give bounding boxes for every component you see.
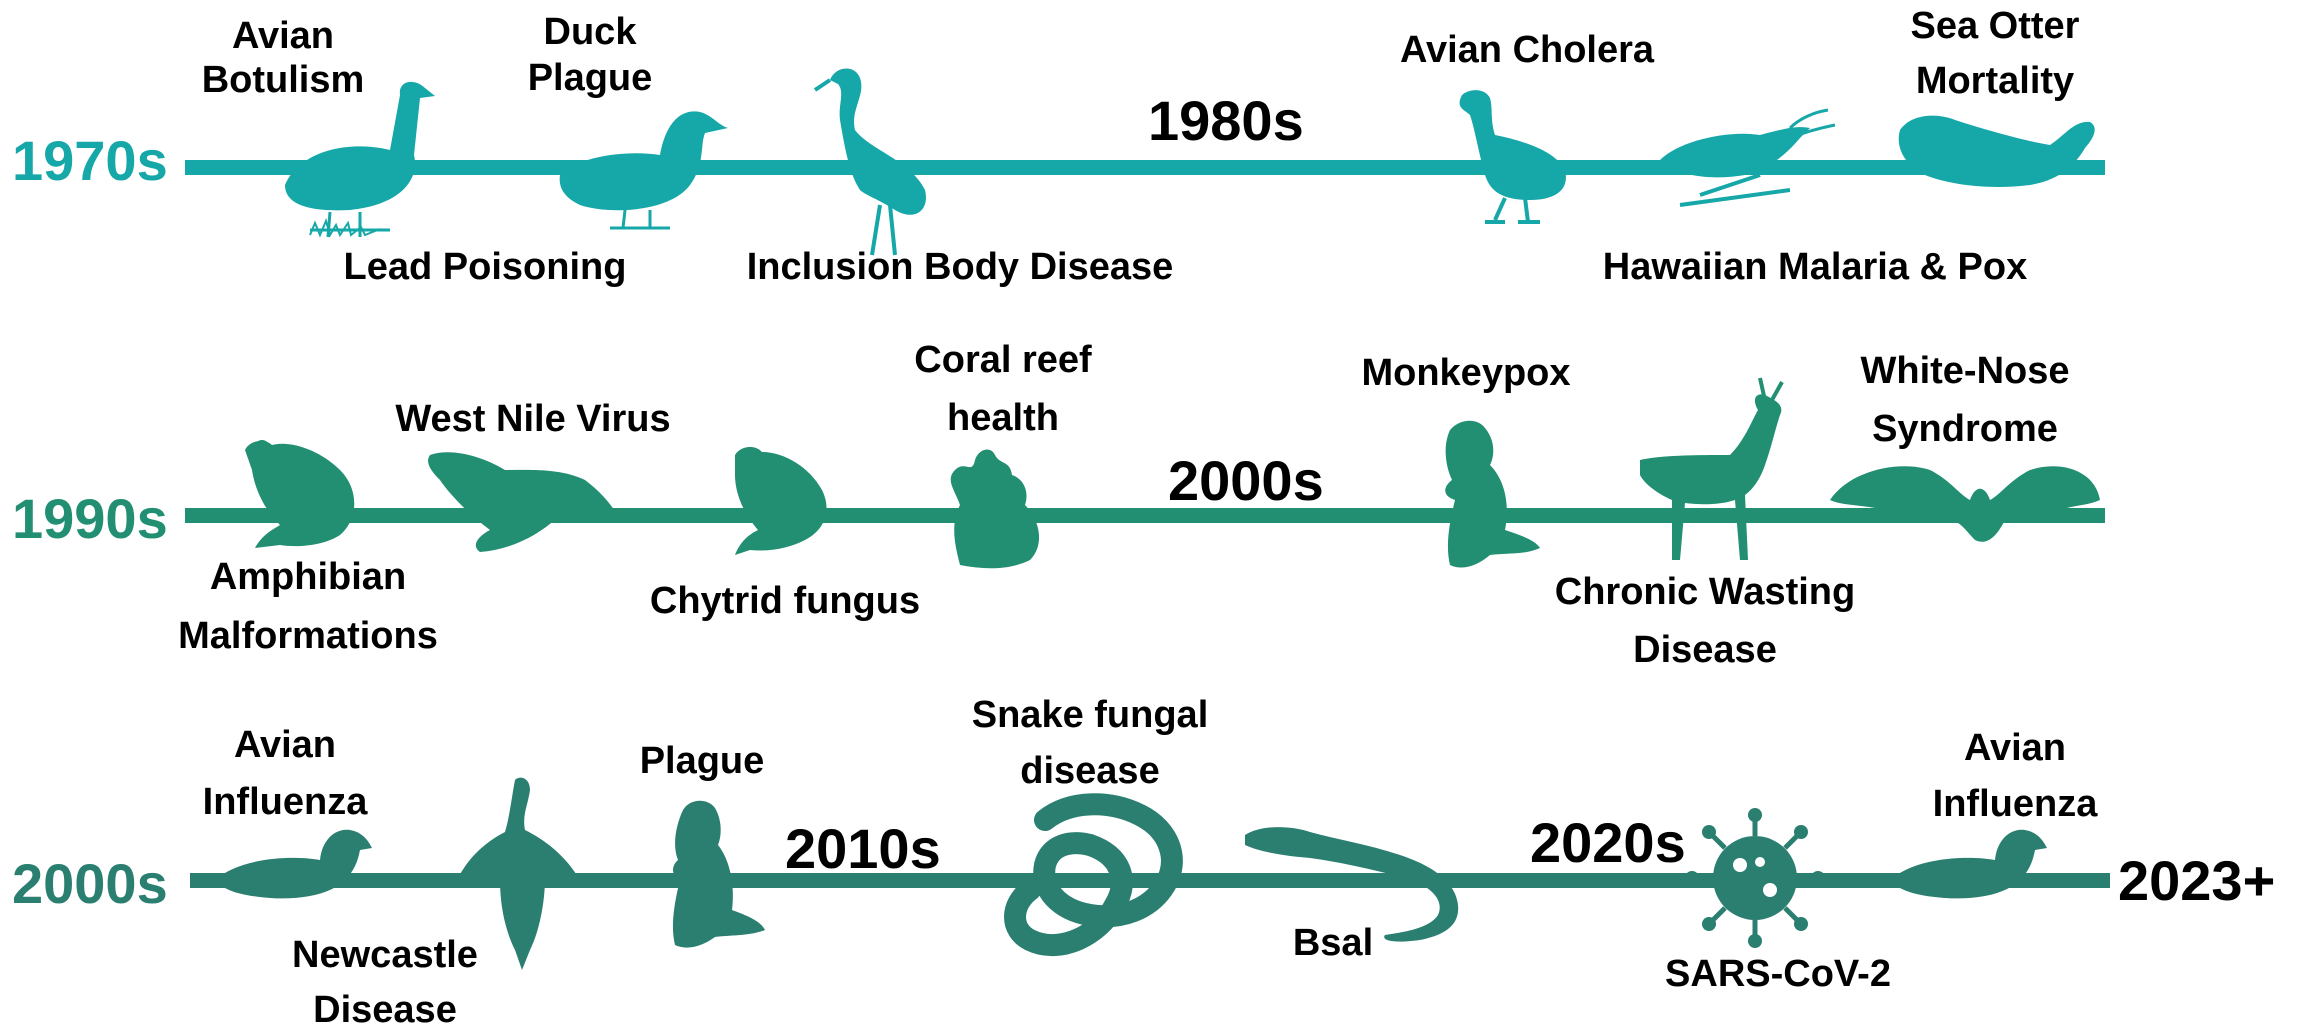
decade-label-mid: 2000s xyxy=(1168,449,1324,512)
timeline-row-1970s: 1970s 1980s xyxy=(12,5,2105,288)
virus-icon xyxy=(1685,808,1825,948)
svg-text:Inclusion Body Disease: Inclusion Body Disease xyxy=(747,246,1174,288)
swimming-duck-icon xyxy=(1890,830,2047,899)
decade-label-mid: 1980s xyxy=(1148,89,1304,152)
event-sars-cov-2: SARS-CoV-2 xyxy=(1665,953,1891,995)
bat-icon xyxy=(1830,466,2100,542)
event-hawaiian-malaria-pox: Hawaiian Malaria & Pox xyxy=(1603,246,2028,288)
goose-icon xyxy=(285,82,435,237)
event-plague: Plague xyxy=(640,740,765,782)
decade-label-start: 2000s xyxy=(12,852,168,915)
coot-icon xyxy=(1460,90,1566,222)
crow-icon xyxy=(428,452,620,552)
event-lead-poisoning: Lead Poisoning xyxy=(344,246,627,288)
timeline-row-2000s: 2000s 2010s 2020s 2023+ xyxy=(12,694,2275,1025)
svg-text:West Nile Virus: West Nile Virus xyxy=(395,398,670,440)
frog-icon xyxy=(245,440,354,548)
svg-text:Hawaiian Malaria & Pox: Hawaiian Malaria & Pox xyxy=(1603,246,2028,288)
honeycreeper-icon xyxy=(1660,110,1835,205)
timeline-line xyxy=(185,160,2105,175)
event-chytrid-fungus: Chytrid fungus xyxy=(650,580,920,622)
prairie-dog-icon xyxy=(1445,421,1540,568)
deer-icon xyxy=(1640,378,1782,560)
frog-icon xyxy=(735,447,827,555)
svg-text:Bsal: Bsal xyxy=(1293,922,1373,964)
decade-label-start: 1990s xyxy=(12,487,168,550)
svg-text:Lead Poisoning: Lead Poisoning xyxy=(344,246,627,288)
svg-text:Chytrid fungus: Chytrid fungus xyxy=(650,580,920,622)
event-bsal: Bsal xyxy=(1293,922,1373,964)
decade-label-end: 2023+ xyxy=(2118,849,2275,912)
event-monkeypox: Monkeypox xyxy=(1361,352,1570,394)
event-inclusion-body-disease: Inclusion Body Disease xyxy=(747,246,1174,288)
event-avian-cholera: Avian Cholera xyxy=(1400,29,1655,71)
decade-label-mid-2: 2020s xyxy=(1530,811,1686,874)
swimming-duck-icon xyxy=(215,830,372,899)
decade-label-start: 1970s xyxy=(12,129,168,192)
svg-text:Avian Cholera: Avian Cholera xyxy=(1400,29,1655,71)
coral-icon xyxy=(951,450,1039,569)
event-west-nile-virus: West Nile Virus xyxy=(395,398,670,440)
svg-text:Plague: Plague xyxy=(640,740,765,782)
sea-otter-icon xyxy=(1899,116,2095,187)
timeline-row-1990s: 1990s 2000s xyxy=(12,339,2105,671)
svg-text:Monkeypox: Monkeypox xyxy=(1361,352,1570,394)
svg-text:SARS-CoV-2: SARS-CoV-2 xyxy=(1665,953,1891,995)
decade-label-mid: 2010s xyxy=(785,817,941,880)
